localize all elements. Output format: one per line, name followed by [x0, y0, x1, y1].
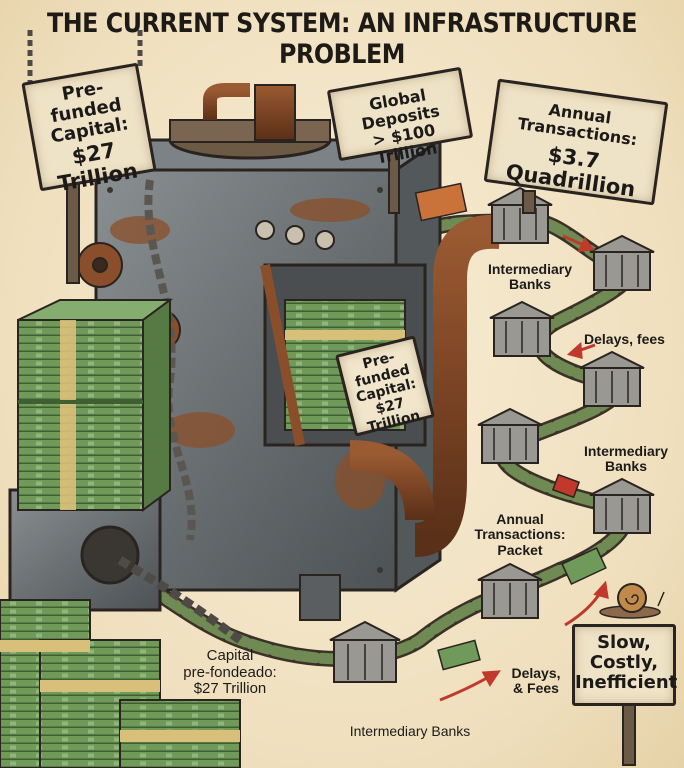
- page-title: THE CURRENT SYSTEM: AN INFRASTRUCTURE PR…: [46, 8, 638, 70]
- flow-arrows: [439, 234, 609, 702]
- sign-prefunded-capital: Pre-funded Capital: $27 Trillion: [21, 62, 157, 196]
- label-line: Banks: [508, 276, 552, 293]
- label-line: & Fees: [513, 680, 559, 697]
- label-line: pre-fondeado:: [183, 663, 277, 681]
- label-delays-fees-top: Delays, fees: [584, 331, 665, 347]
- label-capital-prefondeado: Capital pre-fondeado: $27 Trillion: [160, 647, 300, 698]
- rusty-pipe: [270, 214, 502, 621]
- cash-stack-left: [17, 298, 174, 512]
- label-delays-fees-bottom: Delays, & Fees: [500, 665, 572, 697]
- label-line: $27 Trillion: [193, 680, 267, 697]
- label-line: Intermediary: [583, 443, 669, 459]
- label-intermediary-banks-top: Intermediary Banks: [482, 261, 578, 293]
- cash-stack-bottom: [0, 599, 241, 768]
- snail-icon: [599, 583, 665, 619]
- label-line: Packet: [497, 541, 543, 558]
- label-line: Banks: [604, 458, 648, 475]
- label-line: Delays,: [511, 665, 561, 681]
- sign-slow-costly: Slow, Costly, Inefficient: [572, 624, 678, 706]
- sign-line: Costly,: [589, 652, 659, 674]
- gear-icon: [77, 242, 123, 288]
- sign-post: [66, 180, 80, 284]
- label-intermediary-banks-bottom: Intermediary Banks: [349, 723, 471, 739]
- label-line: Capital: [206, 647, 254, 664]
- label-line: Transactions:: [474, 526, 566, 543]
- sign-line: Inefficient: [575, 672, 678, 694]
- sign-line: Slow,: [597, 632, 651, 653]
- sign-post: [622, 700, 636, 766]
- label-line: Annual: [496, 511, 544, 527]
- label-intermediary-banks-mid: Intermediary Banks: [576, 443, 676, 475]
- sign-post: [522, 190, 536, 214]
- label-line: Intermediary: [487, 261, 573, 277]
- label-annual-transactions-packet: Annual Transactions: Packet: [468, 511, 572, 558]
- bill-packets: [414, 182, 607, 671]
- bank-icon: [329, 620, 401, 683]
